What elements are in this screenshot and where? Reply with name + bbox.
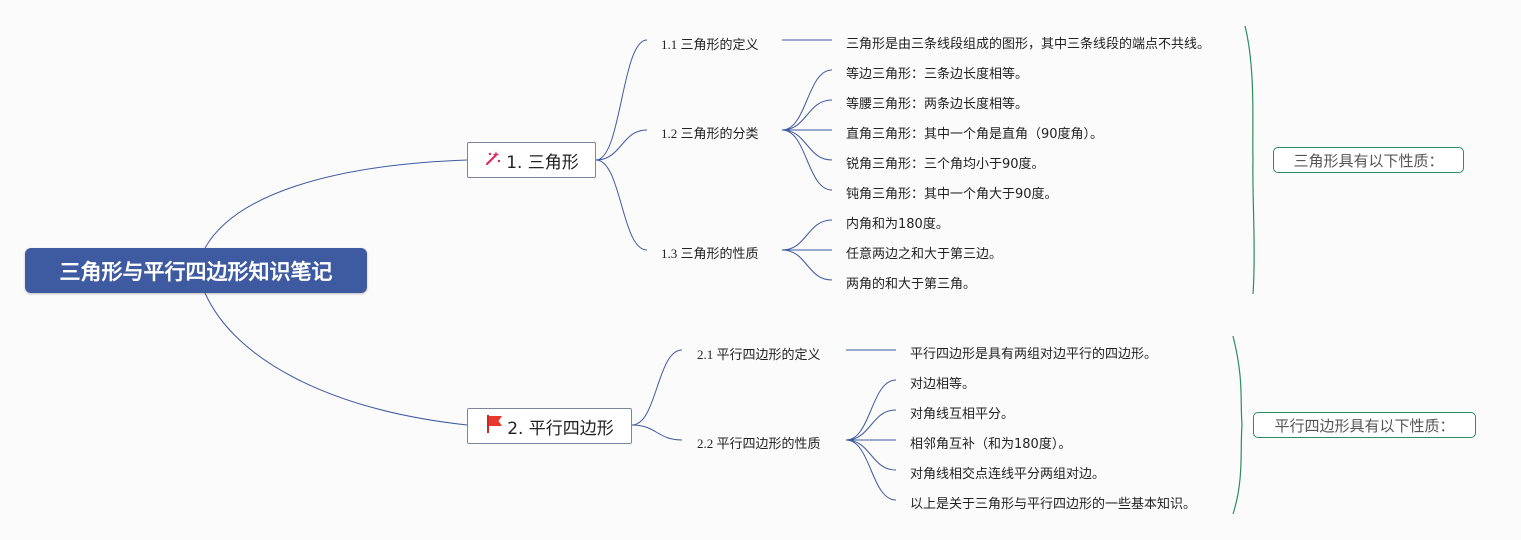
root-topic[interactable]: 三角形与平行四边形知识笔记: [25, 248, 367, 293]
leaf-topic[interactable]: 任意两边之和大于第三边。: [846, 247, 1003, 262]
connector-main-to-sub: [631, 424, 683, 441]
main-topic-parallelogram[interactable]: 2. 平行四边形: [467, 408, 632, 444]
summary-label: 平行四边形具有以下性质：: [1274, 416, 1455, 435]
connector-sub-to-leaf: [781, 249, 833, 281]
subtopic-triangle-classification[interactable]: 1.2 三角形的分类: [661, 126, 759, 141]
red-flag-icon: [485, 414, 503, 438]
connector-sub-to-leaf: [845, 409, 897, 441]
leaf-topic[interactable]: 等边三角形：三条边长度相等。: [846, 67, 1029, 82]
root-title: 三角形与平行四边形知识笔记: [59, 259, 333, 284]
main-topic-label: 1. 三角形: [506, 152, 579, 173]
leaf-topic[interactable]: 对边相等。: [910, 377, 976, 392]
connector-main-to-sub: [631, 349, 683, 426]
connector-sub-to-leaf: [781, 99, 833, 131]
summary-label: 三角形具有以下性质：: [1293, 151, 1444, 170]
leaf-topic[interactable]: 平行四边形是具有两组对边平行的四边形。: [910, 347, 1158, 362]
leaf-topic[interactable]: 钝角三角形：其中一个角大于90度。: [846, 187, 1058, 202]
leaf-topic[interactable]: 相邻角互补（和为180度）。: [910, 437, 1072, 452]
leaf-topic[interactable]: 以上是关于三角形与平行四边形的一些基本知识。: [910, 497, 1197, 512]
connector-sub-to-leaf: [845, 439, 897, 501]
leaf-topic[interactable]: 内角和为180度。: [846, 217, 949, 232]
leaf-topic[interactable]: 三角形是由三条线段组成的图形，其中三条线段的端点不共线。: [846, 37, 1211, 52]
connector-main-to-sub: [595, 159, 648, 251]
subtopic-parallelogram-definition[interactable]: 2.1 平行四边形的定义: [697, 347, 821, 362]
connector-sub-to-leaf: [845, 439, 897, 471]
leaf-topic[interactable]: 对角线互相平分。: [910, 407, 1015, 422]
sparkle-icon: [484, 149, 502, 171]
subtopic-triangle-properties[interactable]: 1.3 三角形的性质: [661, 246, 759, 261]
summary-brace-parallelogram: [1232, 335, 1243, 515]
subtopic-parallelogram-properties[interactable]: 2.2 平行四边形的性质: [697, 436, 821, 451]
connector-sub-to-leaf: [781, 129, 833, 161]
leaf-topic[interactable]: 直角三角形：其中一个角是直角（90度角）。: [846, 127, 1104, 142]
subtopic-triangle-definition[interactable]: 1.1 三角形的定义: [661, 37, 759, 52]
connector-main-to-sub: [595, 129, 648, 161]
summary-triangle[interactable]: 三角形具有以下性质：: [1273, 147, 1464, 173]
summary-brace-triangle: [1244, 25, 1255, 295]
main-topic-triangle[interactable]: 1. 三角形: [467, 142, 596, 178]
connector-main-to-sub: [595, 39, 648, 161]
connector-root-to-triangle: [204, 159, 468, 249]
summary-parallelogram[interactable]: 平行四边形具有以下性质：: [1253, 412, 1476, 438]
leaf-topic[interactable]: 等腰三角形：两条边长度相等。: [846, 97, 1029, 112]
leaf-topic[interactable]: 对角线相交点连线平分两组对边。: [910, 467, 1106, 482]
connector-sub-to-leaf: [781, 69, 833, 131]
connector-root-to-parallelogram: [204, 292, 468, 426]
leaf-topic[interactable]: 两角的和大于第三角。: [846, 277, 977, 292]
connector-sub-to-leaf: [845, 379, 897, 441]
leaf-topic[interactable]: 锐角三角形：三个角均小于90度。: [846, 157, 1045, 172]
connector-sub-to-leaf: [781, 129, 833, 191]
main-topic-label: 2. 平行四边形: [507, 418, 614, 439]
connector-sub-to-leaf: [781, 219, 833, 251]
